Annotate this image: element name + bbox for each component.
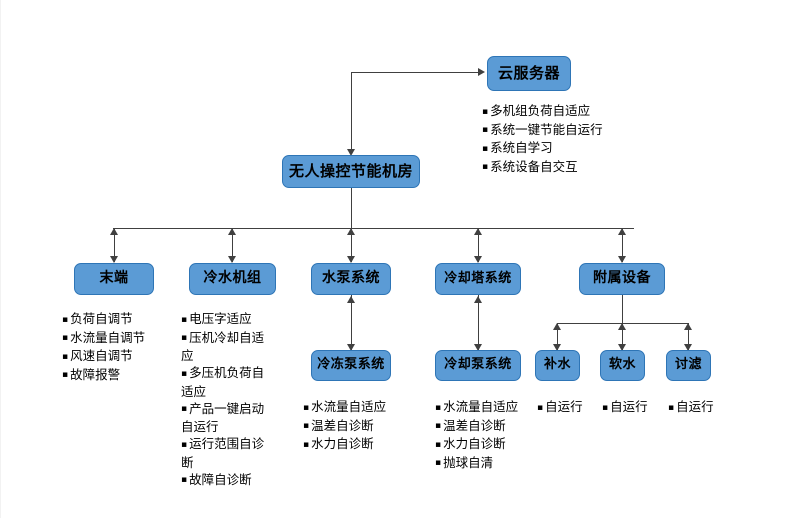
bullet-item: 多压机负荷自适应 [181,364,273,400]
node-child-makeup-water[interactable]: 补水 [535,350,580,381]
arrow-down-tower-child [474,344,482,351]
node-child-chilled-water-pump-label: 冷冻泵系统 [317,357,385,373]
bullet-item: 多机组负荷自适应 [482,102,612,121]
node-branch-chiller-label: 冷水机组 [203,270,262,287]
node-center-label: 无人操控节能机房 [288,162,413,181]
node-branch-cooling-tower[interactable]: 冷却塔系统 [435,263,521,295]
bullets-branch-terminal: 负荷自调节 水流量自调节 风速自调节 故障报警 [62,310,167,384]
bullet-item: 故障自诊断 [181,471,273,490]
arrow-down-branch-5 [618,256,626,263]
bullet-item: 压机冷却自适应 [181,329,273,365]
arrow-up-aux-child-3 [684,323,692,330]
bullet-item: 自运行 [668,398,738,417]
connector-branch-4 [478,228,479,262]
node-cloud-server[interactable]: 云服务器 [487,56,571,91]
bullet-item: 故障报警 [62,366,167,385]
bullets-child-softened-water: 自运行 [602,398,672,417]
arrow-down-branch-2 [228,256,236,263]
arrow-down-pump-child [347,344,355,351]
arrow-up-pump-child [347,296,355,303]
node-branch-auxiliary-equipment[interactable]: 附属设备 [579,263,665,295]
arrow-up-aux-child-1 [553,323,561,330]
bullet-item: 抛球自清 [435,454,535,473]
connector-aux-down [622,295,623,323]
connector-center-to-top [351,72,352,154]
node-branch-terminal-label: 末端 [99,270,129,287]
bullet-item: 产品一键启动自运行 [181,400,273,436]
bullets-branch-cooling-tower: 水流量自适应 温差自诊断 水力自诊断 抛球自清 [435,398,535,472]
arrow-up-branch-2 [228,228,236,235]
bullet-item: 风速自调节 [62,347,167,366]
bullets-cloud-server: 多机组负荷自适应 系统一键节能自运行 系统自学习 系统设备自交互 [482,102,612,176]
arrow-into-center-node [347,149,355,156]
arrow-up-branch-3 [347,228,355,235]
bullet-item: 自运行 [602,398,672,417]
connector-branch-3 [351,228,352,262]
bullet-item: 运行范围自诊断 [181,435,273,471]
node-unmanned-energy-saving-room[interactable]: 无人操控节能机房 [282,155,420,188]
arrow-up-tower-child [474,296,482,303]
arrow-up-branch-5 [618,228,626,235]
arrow-into-cloud-node [478,68,485,76]
connector-branch-1 [114,228,115,262]
connector-tower-to-child [478,295,479,350]
arrow-up-branch-4 [474,228,482,235]
bullets-branch-pump-system: 水流量自适应 温差自诊断 水力自诊断 [303,398,403,454]
bullets-branch-chiller: 电压字适应 压机冷却自适应 多压机负荷自适应 产品一键启动自运行 运行范围自诊断… [181,310,273,489]
node-branch-chiller[interactable]: 冷水机组 [189,263,276,295]
bullet-item: 温差自诊断 [435,417,535,436]
arrow-down-branch-4 [474,256,482,263]
arrow-down-aux-child-2 [618,344,626,351]
arrow-up-branch-1 [110,228,118,235]
node-child-filtration-label: 讨滤 [674,357,702,373]
bullet-item: 水力自诊断 [303,435,403,454]
node-child-chilled-water-pump[interactable]: 冷冻泵系统 [311,350,391,381]
arrow-down-branch-1 [110,256,118,263]
connector-center-down [351,188,352,228]
node-cloud-server-label: 云服务器 [497,64,560,83]
node-child-softened-water[interactable]: 软水 [600,350,645,381]
bullet-item: 水流量自适应 [435,398,535,417]
connector-branch-5 [622,228,623,262]
bullet-item: 自运行 [537,398,607,417]
connector-pump-to-child [351,295,352,350]
bullet-item: 系统设备自交互 [482,158,612,177]
node-branch-cooling-tower-label: 冷却塔系统 [444,270,512,286]
arrow-down-aux-child-1 [553,344,561,351]
connector-aux-child-1 [557,323,558,350]
bullet-item: 电压字适应 [181,310,273,329]
connector-top-to-cloud [351,72,479,73]
node-child-cooling-water-pump-label: 冷却泵系统 [444,357,512,373]
node-child-filtration[interactable]: 讨滤 [666,350,711,381]
arrow-up-aux-child-2 [618,323,626,330]
node-child-cooling-water-pump[interactable]: 冷却泵系统 [435,350,521,381]
connector-aux-child-3 [688,323,689,350]
connector-distribution-bus [113,228,634,229]
node-branch-pump-system[interactable]: 水泵系统 [311,263,391,295]
bullet-item: 温差自诊断 [303,417,403,436]
bullet-item: 水力自诊断 [435,435,535,454]
node-branch-auxiliary-equipment-label: 附属设备 [593,270,651,287]
bullet-item: 水流量自调节 [62,329,167,348]
node-branch-pump-system-label: 水泵系统 [322,270,380,287]
bullets-child-makeup-water: 自运行 [537,398,607,417]
connector-aux-child-2 [622,323,623,350]
bullet-item: 水流量自适应 [303,398,403,417]
node-child-makeup-water-label: 补水 [543,357,571,373]
connector-branch-2 [232,228,233,262]
bullet-item: 系统一键节能自运行 [482,121,612,140]
arrow-down-aux-child-3 [684,344,692,351]
bullet-item: 系统自学习 [482,139,612,158]
arrow-down-branch-3 [347,256,355,263]
node-child-softened-water-label: 软水 [608,357,636,373]
node-branch-terminal[interactable]: 末端 [74,263,154,295]
bullet-item: 负荷自调节 [62,310,167,329]
bullets-child-filtration: 自运行 [668,398,738,417]
